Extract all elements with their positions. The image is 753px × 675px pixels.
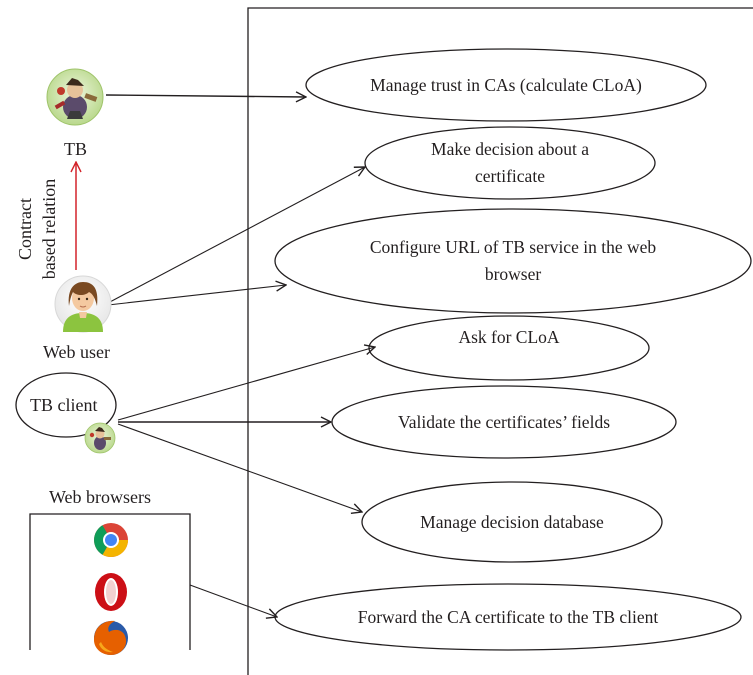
use-case-forward-cert-line1: Forward the CA certificate to the TB cli…: [357, 606, 659, 627]
use-case-manage-trust: [305, 48, 707, 122]
use-case-manage-db: [361, 481, 663, 563]
assoc-client-manage-db: [117, 423, 362, 512]
assoc-user-configure-url: [107, 285, 286, 306]
web-user-label: Web user: [43, 342, 111, 362]
use-case-configure-url-line2: browser: [484, 264, 542, 284]
use-case-validate-fields-line1: Validate the certificates’ fields: [398, 411, 610, 432]
user-avatar-icon: [54, 275, 112, 333]
use-case-manage-db-line1: Manage decision database: [420, 511, 604, 532]
use-case-make-decision-line2: certificate: [475, 166, 545, 186]
use-case-configure-url: [274, 208, 752, 314]
assoc-browsers-forward: [189, 584, 277, 617]
contract-relation-label: Contract based relation: [13, 159, 63, 299]
use-case-validate-fields-text: Validate the certificates’ fields: [332, 405, 676, 439]
web-browsers-box: [29, 513, 191, 650]
tb-label: TB: [64, 139, 88, 159]
use-case-ask-cloa-text: Ask for CLoA: [369, 320, 649, 354]
use-case-forward-cert-text: Forward the CA certificate to the TB cli…: [275, 600, 741, 634]
tb-client-mascot-icon: [84, 422, 116, 454]
use-case-configure-url-line1: Configure URL of TB service in the web: [369, 237, 657, 257]
assoc-client-ask-cloa: [117, 347, 375, 421]
use-case-make-decision-line1: Make decision about a: [431, 139, 589, 159]
assoc-tb-manage-trust: [105, 95, 306, 97]
web-browsers-label: Web browsers: [49, 487, 152, 507]
use-case-validate-fields: [331, 385, 677, 459]
use-case-make-decision: [364, 126, 656, 200]
firefox-icon: [94, 620, 128, 655]
contract-relation-line1: Contract: [15, 198, 35, 260]
tb-client-ellipse: [15, 372, 117, 438]
assoc-user-make-decision: [107, 167, 365, 304]
use-case-manage-trust-line1: Manage trust in CAs (calculate CLoA): [370, 74, 642, 95]
tb-client-label: TB client: [30, 395, 98, 415]
use-case-manage-db-text: Manage decision database: [362, 505, 662, 539]
opera-icon: [95, 573, 127, 611]
system-boundary: [247, 7, 753, 675]
use-case-ask-cloa-line1: Ask for CLoA: [458, 326, 560, 347]
contract-relation-line2: based relation: [39, 178, 59, 280]
use-case-manage-trust-text: Manage trust in CAs (calculate CLoA): [306, 58, 706, 112]
use-case-make-decision-text: Make decision about a certificate: [365, 136, 655, 190]
chrome-icon: [94, 523, 128, 557]
use-case-configure-url-text: Configure URL of TB service in the web b…: [275, 232, 751, 290]
tb-mascot-icon: [46, 68, 104, 126]
